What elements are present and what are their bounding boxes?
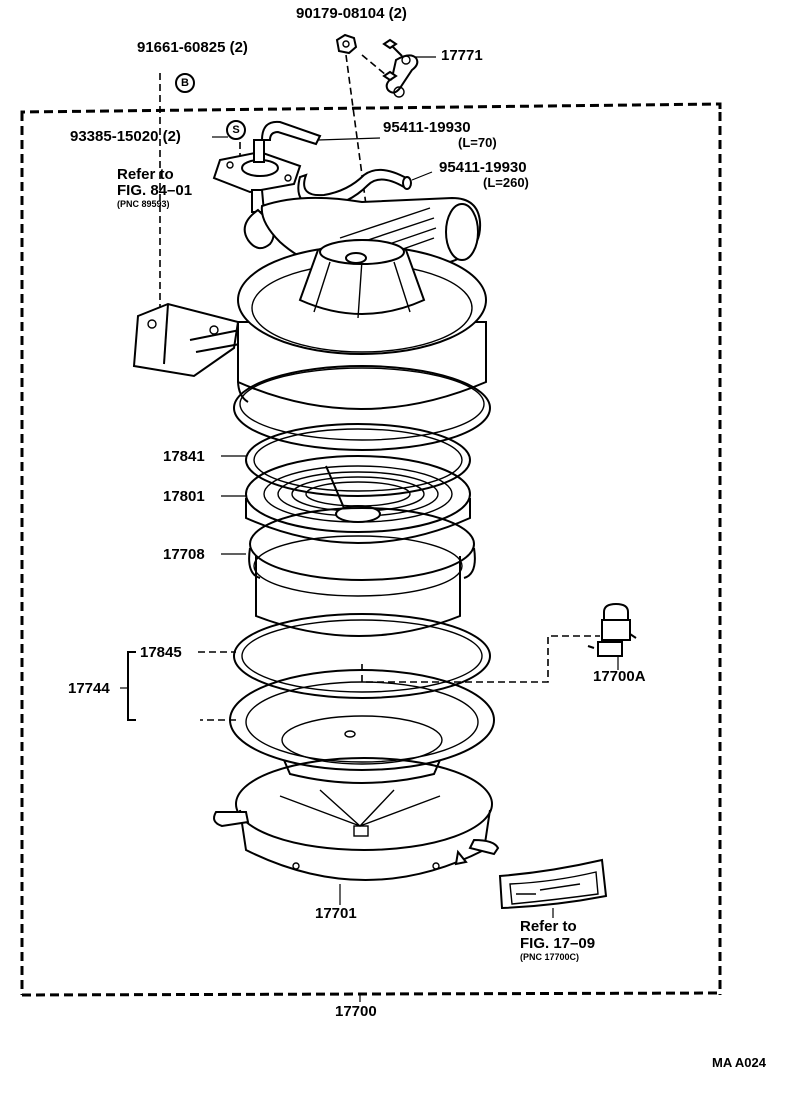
label-91661: 91661-60825 (2) [137, 40, 248, 55]
part-number-91661: 91661-60825 [137, 39, 226, 56]
gasket-17841 [221, 423, 471, 497]
label-17841: 17841 [163, 448, 205, 465]
qty-93385: (2) [162, 128, 181, 145]
clamp-and-bolts [335, 33, 436, 221]
length-95411-b: (L=260) [483, 175, 529, 190]
leader-17700A [361, 635, 600, 683]
case-17701 [213, 757, 500, 905]
label-17801: 17801 [163, 488, 205, 505]
part-number-90179: 90179-08104 [296, 5, 385, 22]
ref-17-09-line2: FIG. 17–09 [520, 935, 596, 952]
sensor-17700A [587, 602, 637, 670]
vacuum-valve [212, 139, 302, 250]
assembly-boundary [20, 102, 722, 1002]
qty-91661: (2) [229, 39, 248, 56]
label-17771: 17771 [441, 47, 483, 64]
label-17700A: 17700A [593, 668, 646, 685]
length-95411-a: (L=70) [458, 135, 497, 150]
label-17845: 17845 [140, 644, 182, 661]
figure-code: MA A024 [712, 1055, 766, 1070]
label-17701: 17701 [315, 905, 357, 922]
qty-90179: (2) [388, 5, 407, 22]
label-93385: 93385-15020 (2) [70, 129, 181, 144]
b-symbol-icon: B [175, 73, 195, 93]
mounting-bracket [132, 302, 241, 378]
part-number-93385: 93385-15020 [70, 128, 159, 145]
label-90179: 90179-08104 (2) [296, 6, 407, 21]
ref-17-09-line1: Refer to [520, 918, 577, 935]
ref-17-09-pnc: (PNC 17700C) [520, 952, 580, 962]
ref-84-01-pnc: (PNC 89593) [117, 199, 170, 209]
label-17700: 17700 [335, 1003, 377, 1020]
label-95411-b: 95411-19930 [439, 159, 527, 176]
group-bracket-17744 [120, 651, 136, 721]
ref-84-01-line1: Refer to [117, 166, 174, 183]
label-95411-a: 95411-19930 [383, 119, 471, 136]
cap-rim [233, 365, 491, 451]
filter-element-17801 [221, 455, 471, 544]
label-17744: 17744 [68, 680, 110, 697]
gasket-17845 [198, 613, 491, 721]
housing-17708 [221, 507, 476, 637]
ref-84-01-line2: FIG. 84–01 [117, 182, 193, 199]
label-17708: 17708 [163, 546, 205, 563]
air-cleaner-cap [237, 239, 487, 410]
plate-17700C [498, 858, 608, 918]
lower-tray [229, 669, 495, 784]
s-symbol-icon: S [226, 120, 246, 140]
